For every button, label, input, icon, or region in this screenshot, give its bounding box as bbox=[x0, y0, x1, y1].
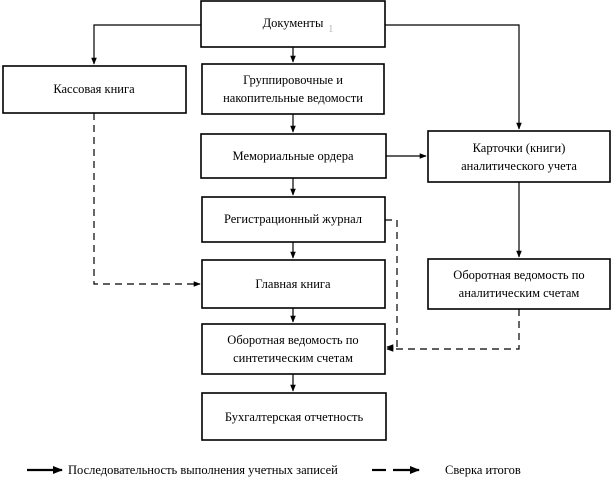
synthetic-turnover-label-2: синтетическим счетам bbox=[233, 351, 353, 365]
general-ledger-label: Главная книга bbox=[255, 277, 331, 291]
box-analytic-cards: Карточки (книги) аналитического учета bbox=[427, 130, 611, 183]
documents-label: Документы bbox=[263, 16, 324, 30]
analytic-cards-label-1: Карточки (книги) bbox=[473, 141, 566, 155]
box-financial-statements: Бухгалтерская отчетность bbox=[201, 392, 387, 441]
synthetic-turnover-label-1: Оборотная ведомость по bbox=[227, 333, 358, 347]
box-cash-book: Кассовая книга bbox=[2, 65, 187, 114]
documents-subscript: 1 bbox=[328, 23, 334, 35]
analytic-cards-label-2: аналитического учета bbox=[461, 159, 577, 173]
box-group-statements: Группировочные и накопительные ведомости bbox=[201, 63, 385, 115]
box-analytic-turnover: Оборотная ведомость по аналитическим сче… bbox=[427, 258, 611, 310]
dashed-analytic-turnover-to-synthetic bbox=[386, 309, 520, 352]
legend-solid-label: Последовательность выполнения учетных за… bbox=[68, 463, 338, 477]
legend: Последовательность выполнения учетных за… bbox=[27, 463, 521, 477]
financial-statements-label: Бухгалтерская отчетность bbox=[225, 410, 364, 424]
box-synthetic-turnover: Оборотная ведомость по синтетическим сче… bbox=[201, 323, 386, 375]
group-statements-label-1: Группировочные и bbox=[243, 73, 343, 87]
solid-connectors bbox=[91, 24, 522, 392]
analytic-turnover-label-1: Оборотная ведомость по bbox=[453, 268, 584, 282]
arrow-documents-to-cash-book bbox=[91, 24, 201, 65]
box-memorial-orders: Мемориальные ордера bbox=[200, 133, 387, 179]
dashed-cash-book-to-ledger bbox=[93, 113, 201, 287]
group-statements-label-2: накопительные ведомости bbox=[223, 91, 363, 105]
legend-dashed-label: Сверка итогов bbox=[445, 463, 521, 477]
box-documents: Документы 1 bbox=[200, 0, 386, 48]
analytic-turnover-label-2: аналитическим счетам bbox=[459, 286, 580, 300]
box-general-ledger: Главная книга bbox=[201, 259, 386, 309]
register-journal-label: Регистрационный журнал bbox=[224, 212, 362, 226]
memorial-orders-label: Мемориальные ордера bbox=[233, 149, 354, 163]
arrow-documents-to-analytic-cards bbox=[385, 24, 522, 130]
dashed-register-to-synthetic bbox=[385, 219, 398, 350]
cash-book-label: Кассовая книга bbox=[53, 82, 135, 96]
box-register-journal: Регистрационный журнал bbox=[201, 196, 386, 243]
dashed-connectors bbox=[93, 113, 520, 352]
